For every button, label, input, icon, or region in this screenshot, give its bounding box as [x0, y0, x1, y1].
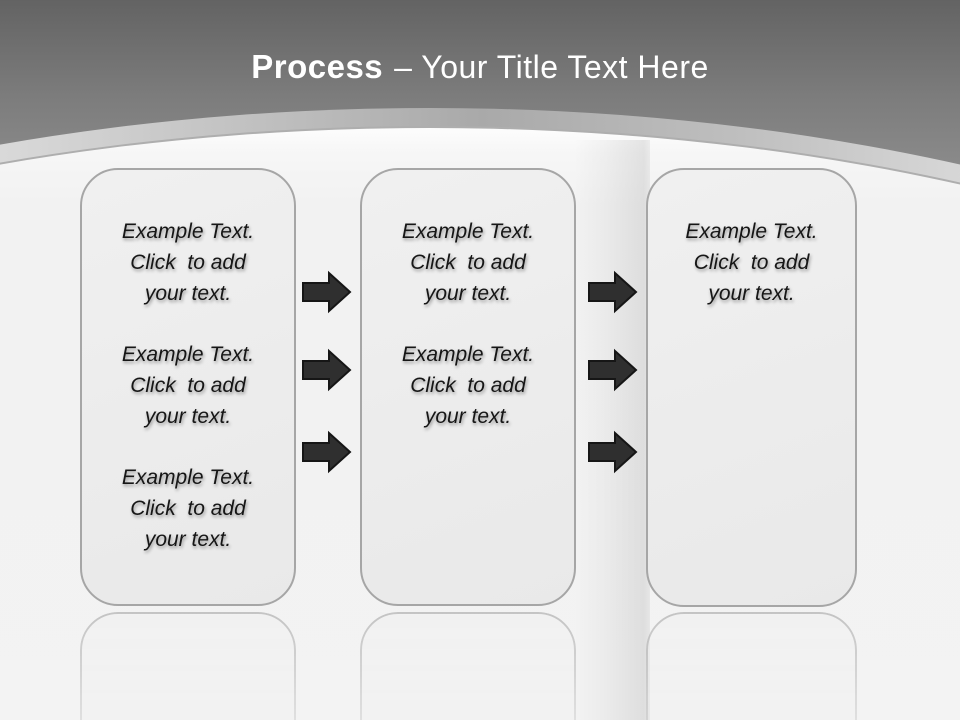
process-step-box-3[interactable]: Example Text. Click to add your text. — [646, 168, 857, 607]
title-keyword: Process — [251, 48, 384, 85]
process-step-reflection — [80, 612, 296, 720]
text-placeholder[interactable]: Example Text. Click to add your text. — [401, 220, 535, 305]
title-subtitle-text: – Your Title Text Here — [394, 49, 709, 85]
text-placeholder[interactable]: Example Text. Click to add your text. — [121, 466, 255, 551]
right-arrow-icon — [588, 270, 638, 314]
text-placeholder[interactable]: Example Text. Click to add your text. — [401, 343, 535, 428]
right-arrow-icon — [588, 430, 638, 474]
process-step-reflection — [646, 612, 857, 720]
right-arrow-icon — [302, 348, 352, 392]
process-step-reflection — [360, 612, 576, 720]
right-arrow-icon — [588, 348, 638, 392]
text-placeholder[interactable]: Example Text. Click to add your text. — [685, 220, 818, 305]
slide-title[interactable]: Process – Your Title Text Here — [0, 48, 960, 86]
text-placeholder[interactable]: Example Text. Click to add your text. — [121, 343, 255, 428]
process-step-box-1[interactable]: Example Text. Click to add your text. Ex… — [80, 168, 296, 606]
right-arrow-icon — [302, 430, 352, 474]
right-arrow-icon — [302, 270, 352, 314]
text-placeholder[interactable]: Example Text. Click to add your text. — [121, 220, 255, 305]
process-step-box-2[interactable]: Example Text. Click to add your text. Ex… — [360, 168, 576, 606]
